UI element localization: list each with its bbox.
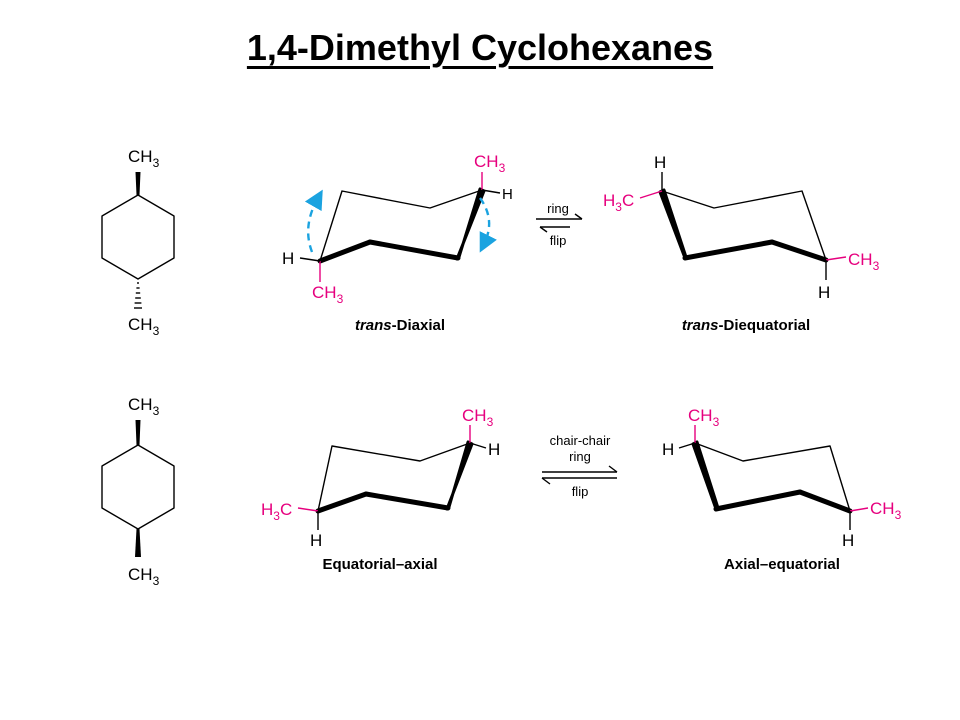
caption-equatorial-axial: Equatorial–axial <box>322 556 437 573</box>
methyl-axial-label: CH3 <box>462 406 494 429</box>
chair-trans-diequatorial: H H3C CH3 H <box>603 153 880 302</box>
flip-arrow-right <box>479 197 497 253</box>
methyl-label-top: CH3 <box>128 147 160 170</box>
methyl-equatorial-label: CH3 <box>848 250 880 273</box>
chair-equatorial-axial: CH3 H H3C H <box>261 406 500 550</box>
methyl-label-top: CH3 <box>128 395 160 418</box>
chair-axial-equatorial: CH3 H CH3 H <box>662 406 902 550</box>
methyl-label-bottom: CH3 <box>128 315 160 338</box>
methyl-equatorial-label: CH3 <box>870 499 902 522</box>
caption-trans-diaxial: trans-Diaxial <box>355 317 445 334</box>
hydrogen-label: H <box>842 531 854 550</box>
hydrogen-label: H <box>654 153 666 172</box>
methyl-axial-label: CH3 <box>688 406 720 429</box>
equilibrium-arrow-ring-flip: ring flip <box>536 201 583 248</box>
arrow-label-ring: ring <box>547 201 569 216</box>
hydrogen-label: H <box>662 440 674 459</box>
arrow-label-flip: flip <box>572 484 589 499</box>
methyl-axial-up-label: CH3 <box>474 152 506 175</box>
methyl-axial-down-label: CH3 <box>312 283 344 306</box>
hydrogen-label: H <box>282 249 294 268</box>
hydrogen-label: H <box>818 283 830 302</box>
methyl-equatorial-label: H3C <box>261 500 292 523</box>
hydrogen-label: H <box>502 186 513 203</box>
hexagon-cis-structure: CH3 CH3 <box>101 395 175 588</box>
caption-trans-diequatorial: trans-Diequatorial <box>682 317 810 334</box>
slide-title: 1,4-Dimethyl Cyclohexanes <box>246 27 714 68</box>
hashed-wedge-bond <box>134 282 142 309</box>
hydrogen-label: H <box>488 440 500 459</box>
equilibrium-arrow-chair-chair-ring-flip: chair-chair ring flip <box>541 433 618 499</box>
hydrogen-label: H <box>310 531 322 550</box>
arrow-label-chair-chair: chair-chair <box>550 433 611 448</box>
chair-trans-diaxial: CH3 H H CH3 <box>282 152 513 306</box>
caption-axial-equatorial: Axial–equatorial <box>724 556 840 573</box>
hexagon-trans-structure: CH3 CH3 <box>101 147 175 338</box>
flip-arrow-left <box>304 189 323 253</box>
methyl-label-bottom: CH3 <box>128 565 160 588</box>
methyl-equatorial-label: H3C <box>603 191 634 214</box>
arrow-label-ring: ring <box>569 449 591 464</box>
arrow-label-flip: flip <box>550 233 567 248</box>
